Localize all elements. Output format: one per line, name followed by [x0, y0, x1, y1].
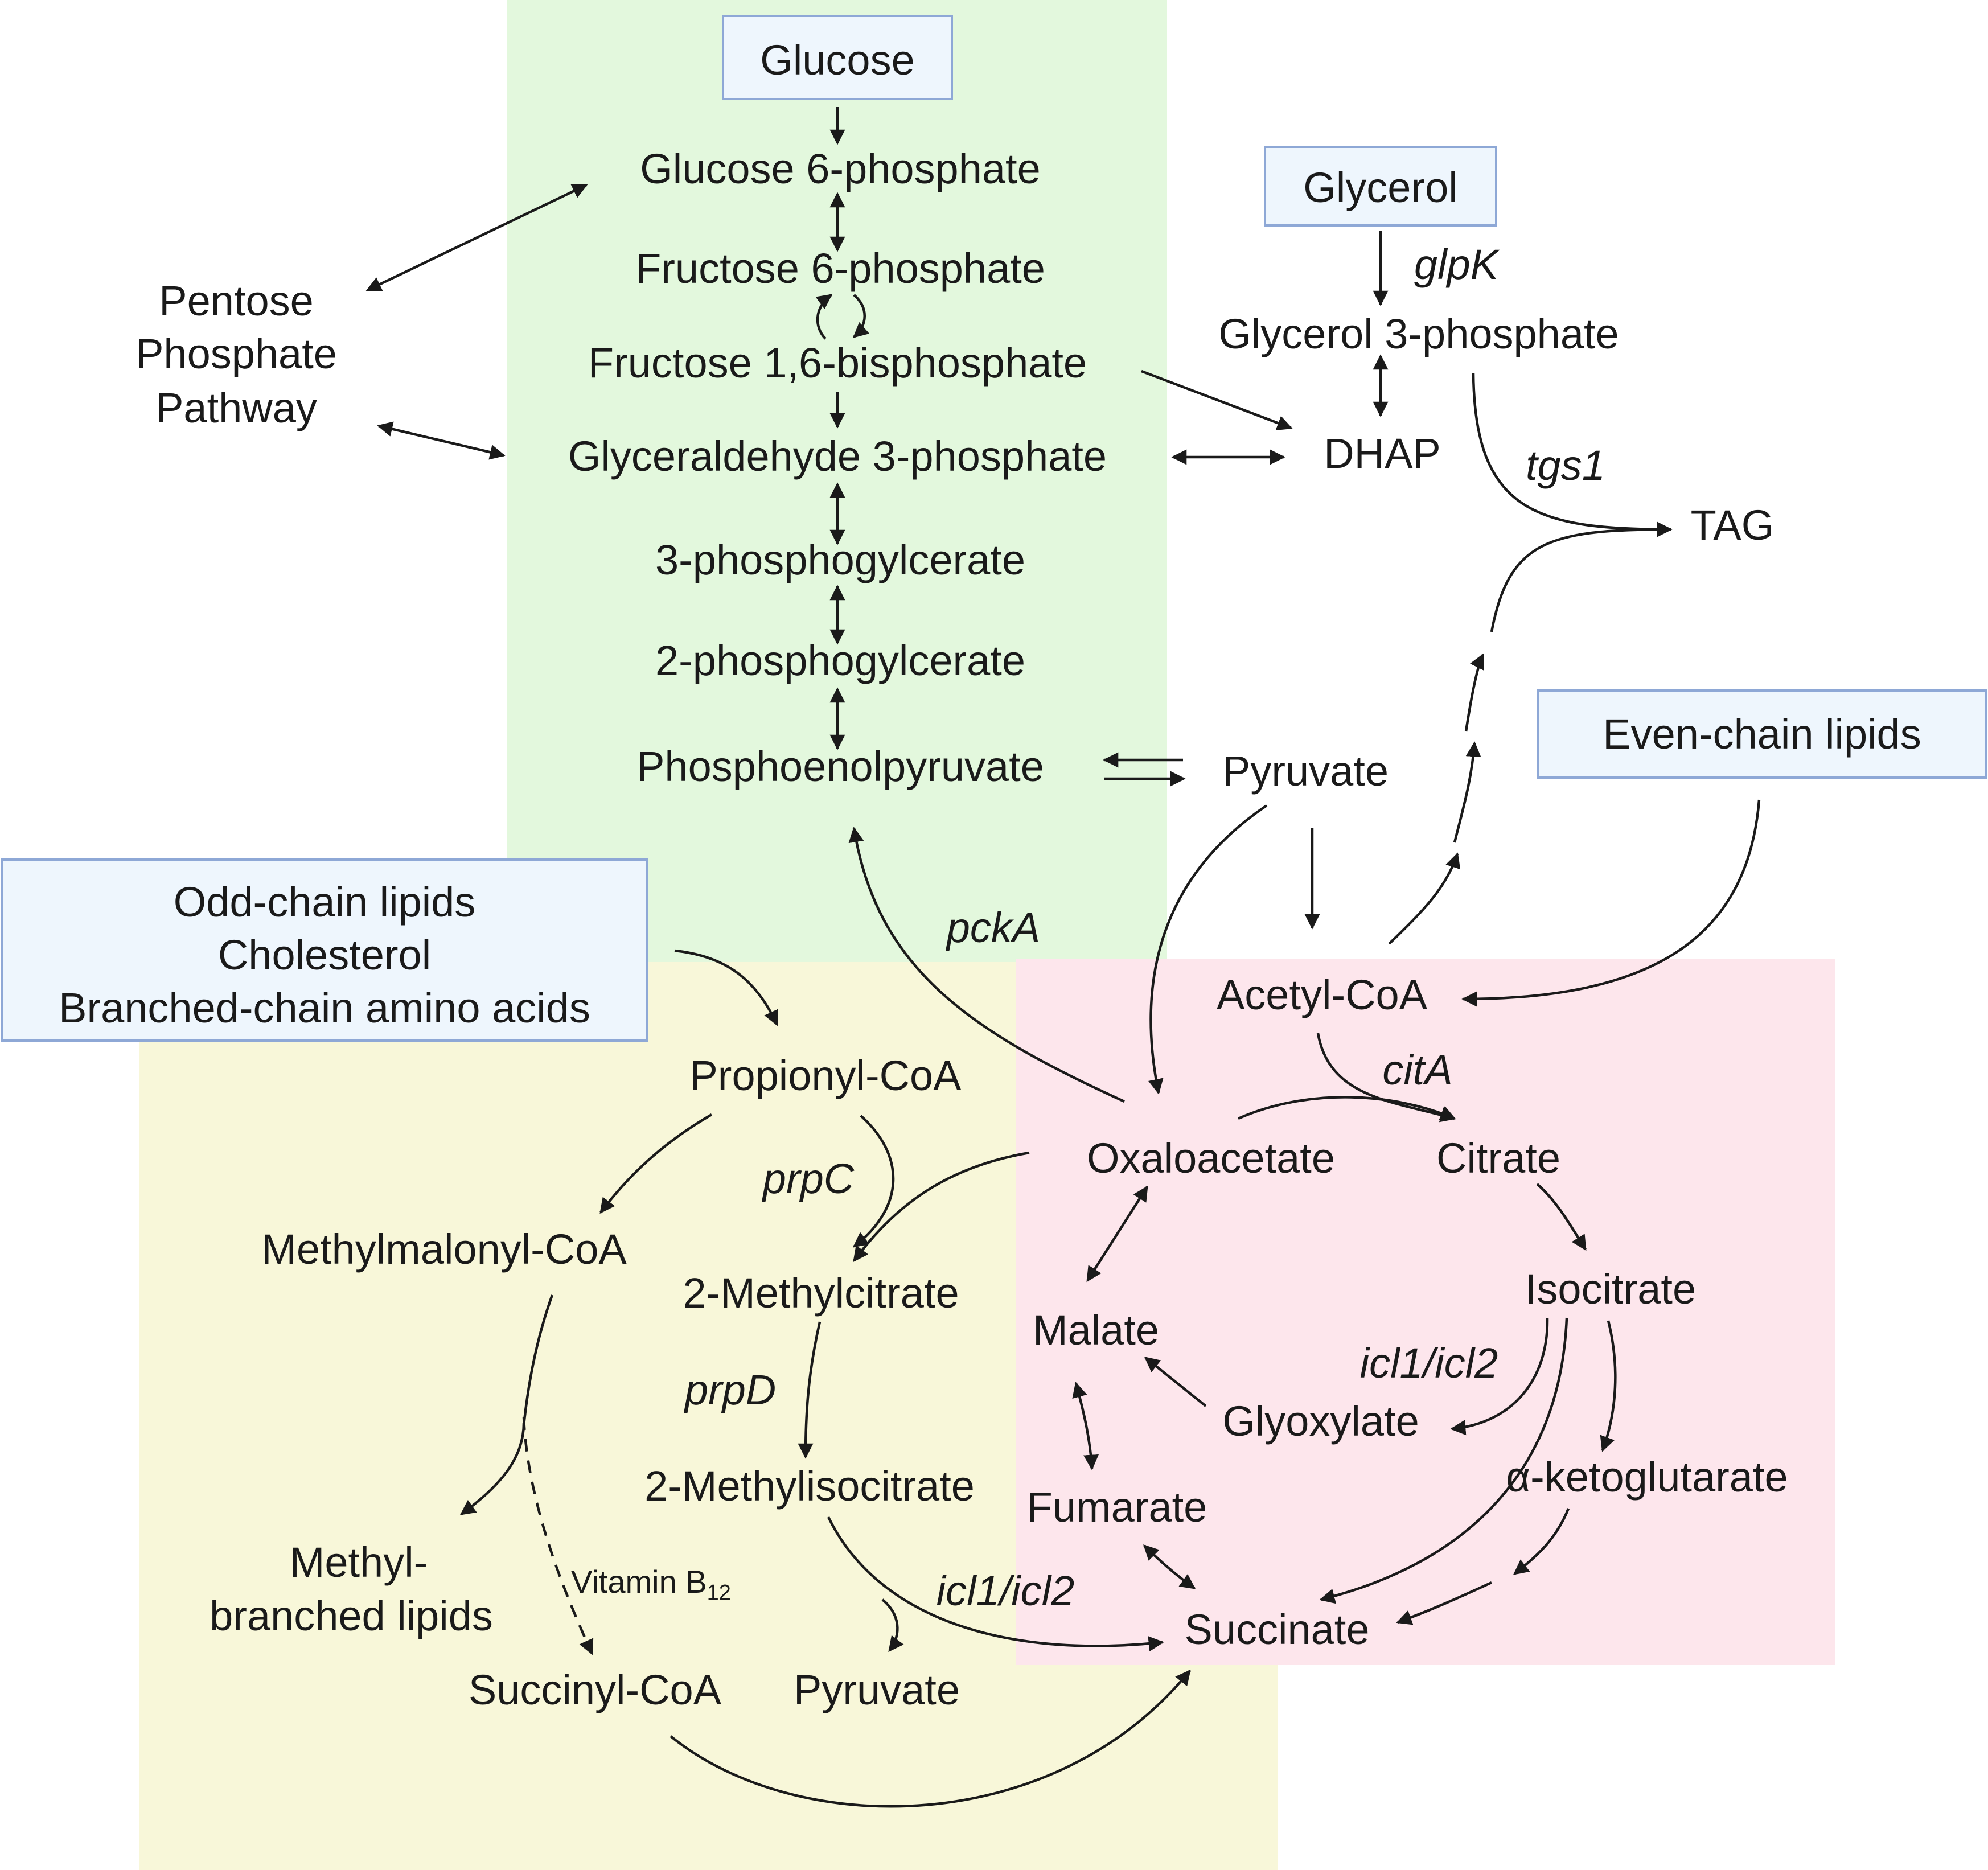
pcka-enzyme-label: pckA: [946, 904, 1041, 951]
isocitrate-to-succinate-arrow: [1319, 1317, 1568, 1604]
acetylcoa-to-tag-segment-3: [1464, 653, 1485, 732]
g3p-ppp-arrow: [377, 421, 506, 460]
phosphoenolpyruvate-label: Phosphoenolpyruvate: [636, 743, 1044, 790]
glucose-label: Glucose: [760, 36, 914, 84]
icl-glyoxylate-enzyme-label: icl1/icl2: [1360, 1339, 1498, 1387]
oxaloacetate-to-methylcitrate-arrow: [853, 1151, 1030, 1263]
fumarate-label: Fumarate: [1027, 1483, 1207, 1531]
dhap-label: DHAP: [1324, 430, 1441, 477]
3-phosphoglycerate-label: 3-phosphogylcerate: [655, 536, 1025, 583]
pentose-label: Pentose: [159, 277, 314, 324]
odd-chain-to-propionylcoa-arrow: [674, 949, 779, 1026]
pyruvate-to-oxaloacetate-arrow: [1148, 804, 1268, 1095]
glucose-box: Glucose: [722, 15, 953, 100]
even-chain-lipids-box: Even-chain lipids: [1537, 689, 1987, 779]
pyruvate-label: Pyruvate: [1222, 747, 1389, 795]
glycerol3p-to-tag-arrow: [1472, 372, 1673, 537]
even-chain-lipids-label: Even-chain lipids: [1603, 710, 1921, 758]
malate-label: Malate: [1033, 1306, 1159, 1354]
odd-chain-sources-box: Odd-chain lipids Cholesterol Branched-ch…: [1, 858, 648, 1042]
methylisocitrate-to-succinate-arrow: [827, 1516, 1164, 1651]
glycolysis-region: [507, 0, 1167, 962]
acetylcoa-to-tag-segment-4: [1490, 528, 1671, 632]
glycerol-label: Glycerol: [1303, 164, 1457, 211]
acetylcoa-to-tag-segment-2: [1453, 741, 1481, 843]
f6p-to-f16bp-arrow: [815, 294, 833, 340]
g6p-ppp-arrow: [365, 183, 588, 292]
icl-methylcitrate-enzyme-label: icl1/icl2: [937, 1567, 1075, 1614]
succinate-label: Succinate: [1185, 1606, 1370, 1653]
methylmalonyl-coa-label: Methylmalonyl-CoA: [261, 1226, 627, 1273]
prpc-enzyme-label: prpC: [762, 1155, 855, 1202]
citrate-to-isocitrate-arrow: [1536, 1183, 1587, 1251]
alpha-ketoglutarate-label: α-ketoglutarate: [1506, 1453, 1788, 1501]
glyoxylate-label: Glyoxylate: [1222, 1398, 1419, 1445]
oxaloacetate-to-pep-arrow: [848, 827, 1125, 1103]
odd-chain-lipids-label: Odd-chain lipids: [174, 878, 476, 926]
tgs1-enzyme-label: tgs1: [1526, 442, 1605, 489]
oxaloacetate-malate-arrow: [1086, 1185, 1148, 1283]
isocitrate-to-akg-arrow: [1600, 1320, 1617, 1452]
2-methylisocitrate-label: 2-Methylisocitrate: [644, 1462, 975, 1510]
akg-to-succinate-arrow-2: [1396, 1581, 1492, 1625]
phosphate-label: Phosphate: [135, 330, 337, 377]
2-phosphoglycerate-label: 2-phosphogylcerate: [655, 637, 1025, 684]
methylmalonylcoa-to-succinylcoa-arrow: [522, 1417, 594, 1655]
acetyl-coa-label: Acetyl-CoA: [1217, 971, 1428, 1018]
glycerol-3-phosphate-label: Glycerol 3-phosphate: [1218, 310, 1619, 357]
akg-to-succinate-arrow: [1513, 1508, 1570, 1575]
fructose-bisphosphate-label: Fructose 1,6-bisphosphate: [588, 339, 1087, 387]
branched-chain-amino-acids-label: Branched-chain amino acids: [59, 984, 590, 1031]
even-chain-to-acetylcoa-arrow: [1461, 799, 1761, 1007]
glucose-6-phosphate-label: Glucose 6-phosphate: [640, 145, 1040, 192]
f16bp-to-f6p-arrow: [852, 294, 870, 338]
glyceraldehyde-3-phosphate-label: Glyceraldehyde 3-phosphate: [568, 433, 1107, 480]
acetylcoa-to-tag-arrow: [1388, 852, 1461, 945]
prpd-enzyme-label: prpD: [684, 1366, 776, 1413]
glycerol-box: Glycerol: [1264, 146, 1497, 227]
isocitrate-label: Isocitrate: [1525, 1265, 1696, 1313]
2-methylcitrate-label: 2-Methylcitrate: [683, 1269, 959, 1317]
fumarate-succinate-arrow: [1143, 1544, 1196, 1589]
cholesterol-label: Cholesterol: [218, 931, 431, 979]
methylisocitrate-to-pyruvate-arrow: [881, 1598, 904, 1653]
f16bp-to-dhap-arrow: [1141, 369, 1293, 430]
malate-fumarate-arrow: [1072, 1382, 1099, 1470]
methyl-label: Methyl-: [290, 1539, 428, 1586]
propionylcoa-to-methylmalonylcoa-arrow: [599, 1113, 713, 1214]
branched-lipids-label: branched lipids: [210, 1592, 493, 1639]
acetylcoa-to-citrate-arrow: [1316, 1033, 1456, 1123]
fructose-6-phosphate-label: Fructose 6-phosphate: [635, 245, 1045, 292]
citrate-label: Citrate: [1436, 1135, 1560, 1182]
succinylcoa-to-succinate-arrow: [669, 1669, 1191, 1808]
oxaloacetate-label: Oxaloacetate: [1087, 1135, 1335, 1182]
oxaloacetate-to-citrate-arrow: [1238, 1096, 1456, 1120]
pyruvate-secondary-label: Pyruvate: [794, 1666, 960, 1713]
glyoxylate-to-malate-arrow: [1144, 1357, 1207, 1407]
propionyl-coa-label: Propionyl-CoA: [689, 1052, 962, 1099]
methylcitrate-to-methylisocitrate-arrow: [798, 1321, 822, 1459]
cita-enzyme-label: citA: [1382, 1046, 1452, 1094]
propionylcoa-to-methylcitrate-arrow: [852, 1115, 895, 1248]
tag-label: TAG: [1691, 502, 1775, 549]
vitamin-b12-label: Vitamin B12: [571, 1564, 731, 1605]
succinyl-coa-label: Succinyl-CoA: [469, 1666, 722, 1713]
isocitrate-to-glyoxylate-arrow: [1450, 1317, 1549, 1436]
pathway-label: Pathway: [155, 384, 317, 431]
glpk-enzyme-label: glpK: [1414, 241, 1501, 288]
